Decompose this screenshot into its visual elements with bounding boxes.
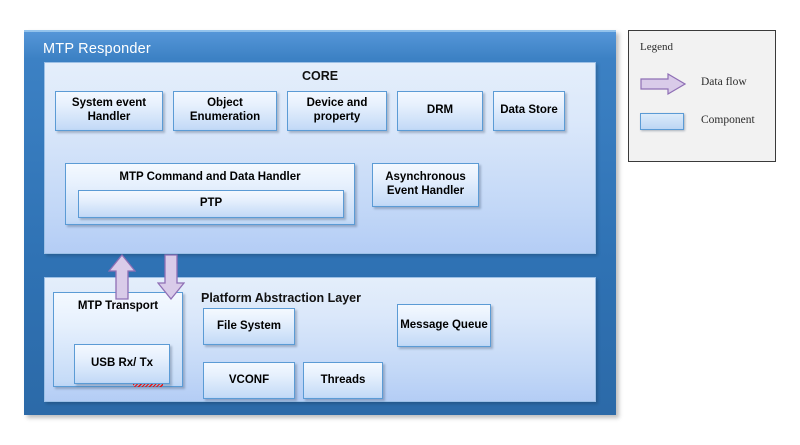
component-mtp-command-and-data-handler-label: MTP Command and Data Handler [119, 171, 301, 183]
mtp-responder-container: MTP Responder CORE System event Handler … [24, 30, 616, 415]
core-panel-title: CORE [301, 69, 339, 83]
component-vconf[interactable]: VCONF [203, 362, 295, 399]
component-mtp-command-and-data-handler[interactable]: MTP Command and Data Handler PTP [65, 163, 355, 225]
component-asynchronous-event-handler[interactable]: Asynchronous Event Handler [372, 163, 479, 207]
legend-title: Legend [640, 41, 673, 53]
component-message-queue[interactable]: Message Queue [397, 304, 491, 347]
upward-data-flow-arrow-icon [108, 254, 136, 300]
component-data-store[interactable]: Data Store [493, 91, 565, 131]
component-threads[interactable]: Threads [303, 362, 383, 399]
platform-abstraction-layer-title: Platform Abstraction Layer [201, 291, 361, 305]
component-mtp-transport-label: MTP Transport [77, 300, 159, 312]
legend-item-component: Component [629, 111, 775, 135]
component-system-event-handler[interactable]: System event Handler [55, 91, 163, 131]
core-panel: CORE System event Handler Object Enumera… [44, 62, 596, 254]
component-drm[interactable]: DRM [397, 91, 483, 131]
mtp-responder-title: MTP Responder [43, 41, 151, 57]
data-flow-arrow-icon [640, 73, 686, 95]
component-ptp[interactable]: PTP [78, 190, 344, 218]
platform-abstraction-layer-panel: Platform Abstraction Layer MTP Transport… [44, 277, 596, 402]
legend-label-component: Component [701, 114, 755, 126]
component-swatch-icon [640, 113, 684, 130]
legend-item-data-flow: Data flow [629, 73, 775, 97]
component-device-and-property[interactable]: Device and property [287, 91, 387, 131]
component-file-system[interactable]: File System [203, 308, 295, 345]
component-mtp-transport[interactable]: MTP Transport USB Rx/ Tx [53, 292, 183, 387]
downward-data-flow-arrow-icon [157, 254, 185, 300]
legend-box: Legend Data flow Component [628, 30, 776, 162]
component-object-enumeration[interactable]: Object Enumeration [173, 91, 277, 131]
component-usb-rx-tx[interactable]: USB Rx/ Tx [74, 343, 170, 387]
legend-label-data-flow: Data flow [701, 76, 747, 88]
